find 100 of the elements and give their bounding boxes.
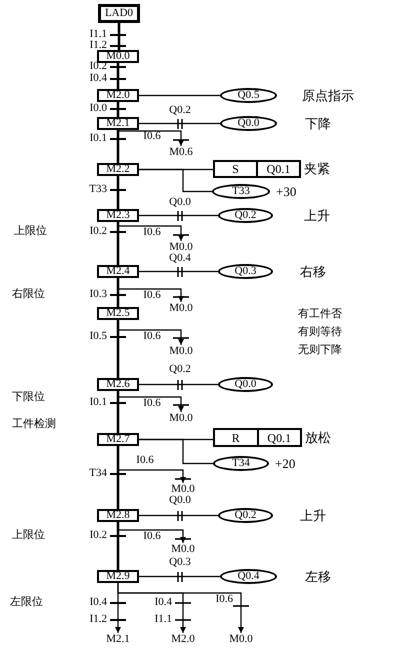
output-coil: Q0.4 [220, 569, 277, 584]
jump-target-label: M0.0 [226, 633, 256, 646]
output-coil: Q0.3 [218, 264, 273, 279]
contact-label: I0.6 [143, 398, 161, 409]
instruction-operand: S [231, 162, 240, 176]
contact-label: 左限位 [10, 597, 43, 608]
contact-label: I0.1 [90, 397, 107, 408]
step-box: M2.0 [97, 89, 139, 102]
contact-label: 有工件否 [298, 309, 342, 320]
output-comment: 左移 [305, 570, 331, 582]
output-coil: Q0.0 [220, 116, 277, 131]
contact-label: Q0.3 [169, 557, 191, 568]
output-line [139, 94, 220, 96]
instruction-box [213, 160, 301, 178]
step-box: M2.9 [97, 570, 139, 583]
rail-line [118, 23, 120, 50]
contact-label: I0.3 [90, 289, 107, 300]
instruction-operand: Q0.1 [256, 430, 300, 445]
step-box: M2.5 [97, 307, 139, 320]
step-box: M0.0 [97, 50, 139, 63]
contact-label: I1.1 [154, 614, 172, 625]
jump-target-label: M0.0 [166, 241, 196, 254]
output-line [139, 270, 218, 272]
output-comment: 上升 [300, 508, 326, 522]
output-comment: 右移 [300, 264, 326, 278]
output-line [139, 168, 212, 192]
step-box: M2.8 [97, 509, 139, 522]
step-box: M2.1 [97, 117, 139, 130]
output-comment: 原点指示 [302, 88, 354, 102]
instruction-operand: R [230, 430, 241, 445]
contact-label: I1.1 [90, 29, 107, 40]
contact-label: I0.6 [143, 131, 161, 142]
contact-label: 工件检测 [12, 419, 56, 430]
instruction-box [213, 428, 302, 447]
rail-line [116, 522, 120, 570]
contact-label: I0.4 [90, 597, 107, 608]
contact-label: 右限位 [12, 289, 45, 300]
output-line [139, 384, 218, 386]
step-box: M2.6 [97, 378, 139, 391]
output-line [139, 214, 218, 216]
contact-label: 下限位 [12, 392, 45, 403]
rail-line [116, 222, 120, 265]
contact-label: Q0.0 [169, 197, 191, 208]
output-comment: +30 [276, 184, 296, 198]
jump-target-label: M0.0 [166, 302, 196, 315]
rail-line [116, 102, 120, 117]
contact-label: I0.2 [90, 226, 107, 237]
step-box: LAD0 [98, 4, 140, 23]
rail-line [116, 130, 120, 163]
output-coil: T33 [212, 184, 270, 199]
contact-label: I1.2 [90, 614, 107, 625]
jump-line [117, 130, 184, 146]
output-line [139, 122, 220, 124]
jump-line [117, 446, 186, 483]
contact-label: I0.6 [143, 290, 161, 301]
output-comment: 上升 [304, 208, 330, 222]
output-comment: 夹紧 [304, 162, 330, 175]
contact-label: I0.6 [143, 331, 161, 342]
instruction-operand: Q0.1 [256, 162, 299, 176]
contact-label: I0.4 [90, 73, 107, 84]
contact-label: I0.6 [136, 455, 154, 466]
contact-label: I0.6 [143, 227, 161, 238]
rail-line [116, 320, 120, 378]
contact-label: 无则下降 [298, 345, 342, 356]
output-line [139, 438, 213, 464]
output-comment: 放松 [305, 430, 331, 444]
rail-line [116, 176, 120, 209]
jump-target-label: M2.1 [103, 633, 133, 646]
jump-line [117, 278, 184, 302]
step-box: M2.7 [97, 433, 139, 446]
step-box: M2.2 [97, 163, 139, 176]
jump-target-label: M0.0 [168, 543, 198, 556]
jump-line [117, 391, 184, 412]
contact-label: I0.2 [90, 530, 107, 541]
contact-label: I0.1 [90, 133, 107, 144]
output-coil: Q0.5 [220, 88, 277, 103]
jump-line [117, 320, 184, 345]
step-box: M2.3 [97, 209, 139, 222]
step-box: M2.4 [97, 265, 139, 278]
contact-label: T34 [89, 468, 107, 479]
output-coil: Q0.0 [218, 377, 273, 392]
contact-label: I0.4 [154, 597, 172, 608]
jump-line [117, 222, 184, 241]
output-line [139, 576, 220, 578]
jump-target-label: M2.0 [168, 633, 198, 646]
output-coil: Q0.2 [218, 208, 273, 223]
contact-label: I0.5 [90, 331, 107, 342]
output-coil: T34 [213, 456, 269, 471]
rail-line [116, 391, 120, 433]
output-comment: 下降 [305, 116, 331, 130]
jump-line [117, 583, 244, 633]
jump-target-label: M0.0 [166, 345, 196, 358]
output-comment: +20 [275, 456, 296, 470]
contact-label: Q0.0 [169, 495, 191, 506]
jump-target-label: M0.0 [166, 412, 196, 425]
contact-label: I0.0 [90, 103, 107, 114]
jump-line [117, 522, 186, 543]
contact-label: Q0.2 [169, 105, 191, 116]
contact-label: 有则等待 [298, 327, 342, 338]
contact-label: 上限位 [12, 530, 45, 541]
